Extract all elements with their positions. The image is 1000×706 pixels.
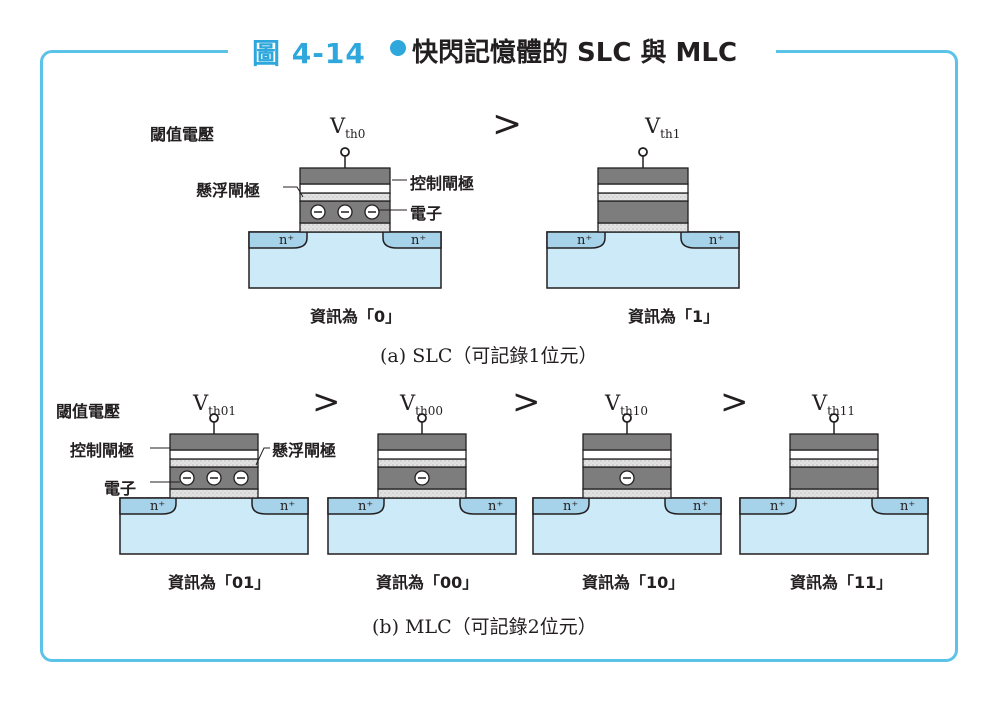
control-gate-slc0 [299,167,391,185]
greater-than-mlc-2: > [512,382,541,422]
control-gate-mlc0 [169,433,259,451]
gate-terminal-icon-mlc0 [209,413,219,423]
gap-layer-mlc0 [169,449,259,460]
n-region-left-mlc2 [532,497,590,515]
control-gate-label-mlc: 控制閘極 [70,441,135,460]
tunnel-oxide-mlc0 [169,488,259,499]
n-plus-left-slc1: n⁺ [577,233,592,248]
inter-oxide-mlc0 [169,458,259,468]
tunnel-oxide-mlc1 [377,488,467,499]
info-slc-0: 資訊為「0」 [310,307,402,326]
gap-layer-mlc2 [582,449,672,460]
control-gate-mlc1 [377,433,467,451]
n-region-left-slc1 [546,231,606,249]
info-mlc-1: 資訊為「00」 [376,573,479,592]
info-slc-1: 資訊為「1」 [628,307,720,326]
n-region-right-mlc1 [459,497,517,515]
caption-slc: (a) SLC（可記錄1位元） [380,345,598,367]
greater-than-slc: > [492,104,523,145]
greater-than-mlc-3: > [720,382,749,422]
n-plus-right-mlc0: n⁺ [280,499,295,514]
n-region-right-mlc2 [664,497,722,515]
threshold-label-mlc: 閾值電壓 [56,402,121,421]
gap-layer-slc1 [597,183,689,194]
gate-terminal-icon-slc1 [638,147,648,157]
tunnel-oxide-slc0 [299,222,391,233]
gap-layer-mlc1 [377,449,467,460]
info-mlc-0: 資訊為「01」 [168,573,271,592]
n-region-right-mlc3 [871,497,929,515]
vth-mlc-2: Vth10 [605,391,648,419]
n-plus-right-mlc2: n⁺ [693,499,708,514]
n-plus-right-slc0: n⁺ [411,233,426,248]
n-region-left-slc0 [248,231,308,249]
floating-gate-label-slc: 懸浮閘極 [196,181,261,200]
n-plus-left-slc0: n⁺ [279,233,294,248]
info-mlc-2: 資訊為「10」 [582,573,685,592]
control-gate-mlc2 [582,433,672,451]
inter-oxide-slc0 [299,192,391,202]
inter-oxide-mlc3 [789,458,879,468]
n-region-left-mlc1 [327,497,385,515]
title-bullet-icon [390,40,406,56]
n-plus-left-mlc0: n⁺ [150,499,165,514]
gate-terminal-icon-mlc2 [622,413,632,423]
electron-label-slc: 電子 [410,204,443,223]
n-region-right-slc1 [680,231,740,249]
n-region-right-mlc0 [251,497,309,515]
floating-gate-mlc3 [789,466,879,490]
caption-mlc: (b) MLC（可記錄2位元） [372,616,597,638]
n-region-left-mlc3 [739,497,797,515]
tunnel-oxide-slc1 [597,222,689,233]
control-gate-slc1 [597,167,689,185]
electron-label-mlc: 電子 [104,479,137,498]
gate-terminal-icon-slc0 [340,147,350,157]
vth-mlc-3: Vth11 [812,391,855,419]
n-region-right-slc0 [382,231,442,249]
n-plus-left-mlc3: n⁺ [770,499,785,514]
vth-mlc-0: Vth01 [193,391,236,419]
inter-oxide-mlc1 [377,458,467,468]
n-plus-right-mlc3: n⁺ [900,499,915,514]
leader-floating-slc [283,186,304,198]
n-plus-right-mlc1: n⁺ [488,499,503,514]
tunnel-oxide-mlc2 [582,488,672,499]
n-plus-left-mlc1: n⁺ [358,499,373,514]
threshold-label-slc: 閾值電壓 [150,125,215,144]
gap-layer-slc0 [299,183,391,194]
control-gate-label-slc: 控制閘極 [410,174,475,193]
vth-slc-0: Vth0 [330,114,366,142]
floating-gate-slc1 [597,200,689,224]
control-gate-mlc3 [789,433,879,451]
leader-floating-mlc [255,447,270,466]
title-box [228,26,776,80]
inter-oxide-mlc2 [582,458,672,468]
gap-layer-mlc3 [789,449,879,460]
figure-number: 圖 4-14 [252,37,366,70]
info-mlc-3: 資訊為「11」 [790,573,893,592]
greater-than-mlc-1: > [312,382,341,422]
n-plus-right-slc1: n⁺ [709,233,724,248]
vth-mlc-1: Vth00 [400,391,443,419]
tunnel-oxide-mlc3 [789,488,879,499]
floating-gate-label-mlc: 懸浮閘極 [272,441,337,460]
gate-terminal-icon-mlc1 [417,413,427,423]
n-plus-left-mlc2: n⁺ [563,499,578,514]
vth-slc-1: Vth1 [645,114,681,142]
gate-terminal-icon-mlc3 [829,413,839,423]
n-region-left-mlc0 [119,497,177,515]
figure-title: 快閃記憶體的 SLC 與 MLC [412,38,738,68]
inter-oxide-slc1 [597,192,689,202]
